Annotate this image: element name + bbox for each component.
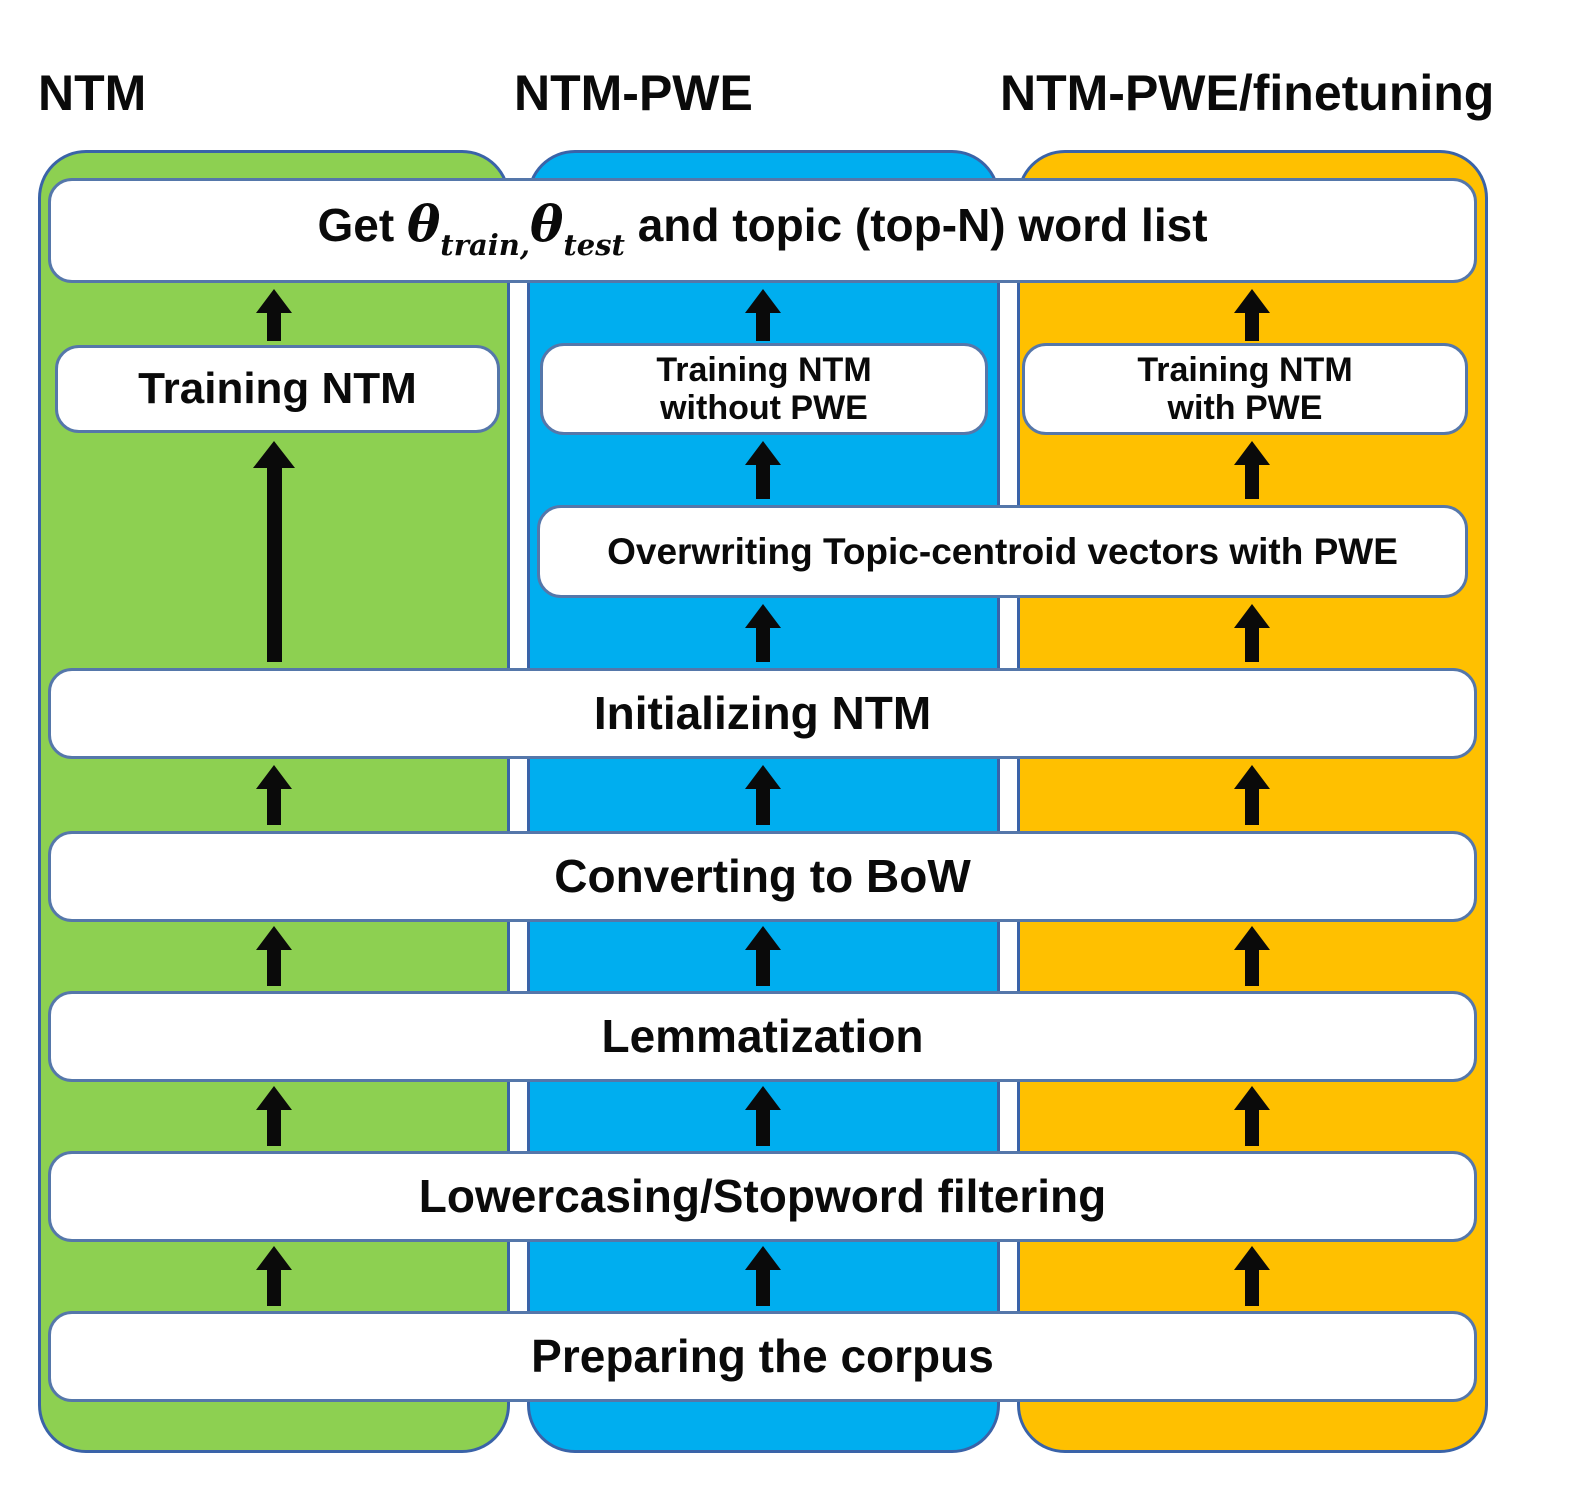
up-arrow-icon <box>253 441 295 662</box>
theta-comma: , <box>519 228 530 263</box>
stage-get-theta-word-list: Get θtrain,θtest and topic (top-N) word … <box>48 178 1477 283</box>
training-without-pwe-line2: without PWE <box>660 389 868 427</box>
up-arrow-icon <box>1234 604 1270 662</box>
up-arrow-icon <box>256 289 292 341</box>
stage-converting-to-bow: Converting to BoW <box>48 831 1477 922</box>
up-arrow-icon <box>256 1086 292 1146</box>
theta-test-symbol: θ <box>529 194 564 254</box>
get-label-prefix: Get <box>317 199 407 252</box>
up-arrow-icon <box>745 441 781 499</box>
get-label-suffix: and topic (top-N) word list <box>624 199 1208 252</box>
stage-preparing-the-corpus: Preparing the corpus <box>48 1311 1477 1402</box>
up-arrow-icon <box>1234 1246 1270 1306</box>
training-with-pwe-line1: Training NTM <box>1137 350 1353 389</box>
column-header-ntm-pwe-finetuning: NTM-PWE/finetuning <box>1000 65 1495 121</box>
up-arrow-icon <box>745 926 781 986</box>
up-arrow-icon <box>1234 926 1270 986</box>
up-arrow-icon <box>256 1246 292 1306</box>
stage-training-ntm: Training NTM <box>55 345 500 433</box>
theta-train-symbol: θ <box>406 194 441 254</box>
stage-training-ntm-with-pwe: Training NTM with PWE <box>1022 343 1468 435</box>
up-arrow-icon <box>745 1086 781 1146</box>
up-arrow-icon <box>256 765 292 825</box>
up-arrow-icon <box>1234 441 1270 499</box>
stage-initializing-ntm: Initializing NTM <box>48 668 1477 759</box>
column-header-ntm: NTM <box>38 65 147 121</box>
up-arrow-icon <box>1234 765 1270 825</box>
up-arrow-icon <box>745 604 781 662</box>
stage-lemmatization: Lemmatization <box>48 991 1477 1082</box>
up-arrow-icon <box>1234 289 1270 341</box>
training-without-pwe-line1: Training NTM <box>656 350 872 389</box>
up-arrow-icon <box>1234 1086 1270 1146</box>
stage-training-ntm-without-pwe: Training NTM without PWE <box>540 343 988 435</box>
stage-lowercasing-stopword-filtering: Lowercasing/Stopword filtering <box>48 1151 1477 1242</box>
theta-train-subscript: train <box>440 228 520 263</box>
stage-overwriting-topic-centroid-vectors: Overwriting Topic-centroid vectors with … <box>537 505 1468 598</box>
up-arrow-icon <box>745 1246 781 1306</box>
up-arrow-icon <box>745 765 781 825</box>
training-with-pwe-line2: with PWE <box>1167 389 1323 427</box>
theta-test-subscript: test <box>563 228 625 263</box>
column-header-ntm-pwe: NTM-PWE <box>514 65 753 121</box>
up-arrow-icon <box>256 926 292 986</box>
up-arrow-icon <box>745 289 781 341</box>
